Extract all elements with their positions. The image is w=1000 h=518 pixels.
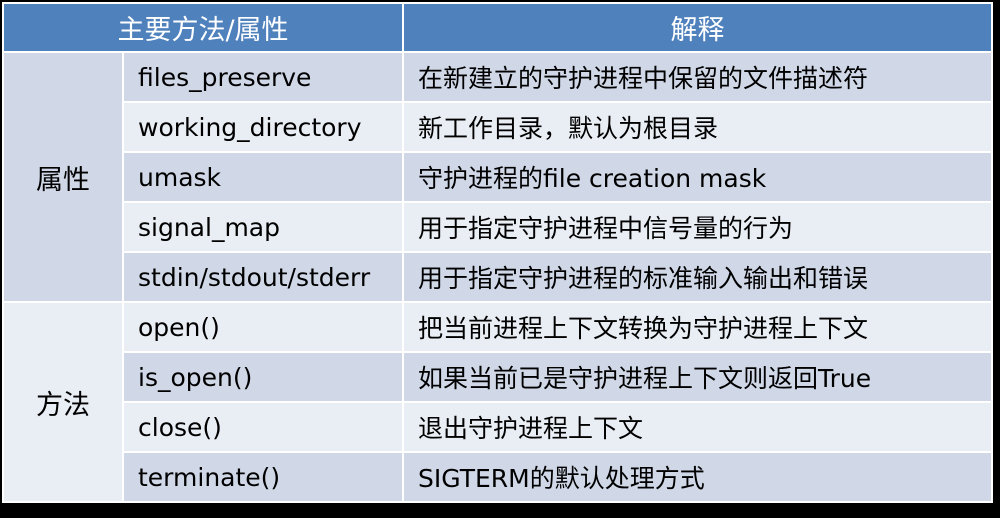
header-name-column: 主要方法/属性	[4, 4, 403, 51]
table-row: close() 退出守护进程上下文	[4, 403, 991, 451]
row-description-cell: 守护进程的file creation mask	[404, 153, 991, 201]
table-row: working_directory 新工作目录，默认为根目录	[4, 103, 991, 151]
row-name-cell: stdin/stdout/stderr	[124, 253, 403, 301]
row-name-cell: working_directory	[124, 103, 403, 151]
row-name-cell: is_open()	[124, 353, 403, 401]
row-description-cell: 用于指定守护进程的标准输入输出和错误	[404, 253, 991, 301]
row-description-cell: 新工作目录，默认为根目录	[404, 103, 991, 151]
table-row: 方法 open() 把当前进程上下文转换为守护进程上下文	[4, 303, 991, 501]
row-name-cell: signal_map	[124, 203, 403, 251]
table-row: signal_map 用于指定守护进程中信号量的行为	[4, 203, 991, 251]
table-header-row: 主要方法/属性 解释	[4, 4, 991, 51]
row-name-cell: open()	[124, 303, 403, 351]
row-description-cell: 退出守护进程上下文	[404, 403, 991, 451]
group-label-attributes: 属性	[4, 53, 122, 301]
methods-attributes-table: 主要方法/属性 解释 属性 files_preserve 在新建立的守护进程中保…	[2, 2, 993, 503]
row-description-cell: 用于指定守护进程中信号量的行为	[404, 203, 991, 251]
row-description-cell: SIGTERM的默认处理方式	[404, 453, 991, 501]
row-description-cell: 把当前进程上下文转换为守护进程上下文	[404, 303, 991, 351]
row-name-cell: terminate()	[124, 453, 403, 501]
row-description-cell: 在新建立的守护进程中保留的文件描述符	[404, 53, 991, 101]
row-name-cell: close()	[124, 403, 403, 451]
table-row: stdin/stdout/stderr 用于指定守护进程的标准输入输出和错误	[4, 253, 991, 301]
group-label-methods: 方法	[4, 303, 122, 501]
row-name-cell: umask	[124, 153, 403, 201]
table-row: umask 守护进程的file creation mask	[4, 153, 991, 201]
table-row: 属性 files_preserve 在新建立的守护进程中保留的文件描述符	[4, 53, 991, 301]
row-description-cell: 如果当前已是守护进程上下文则返回True	[404, 353, 991, 401]
header-description-column: 解释	[404, 4, 991, 51]
table-row: is_open() 如果当前已是守护进程上下文则返回True	[4, 353, 991, 401]
row-name-cell: files_preserve	[124, 53, 403, 101]
table-row: terminate() SIGTERM的默认处理方式	[4, 453, 991, 501]
